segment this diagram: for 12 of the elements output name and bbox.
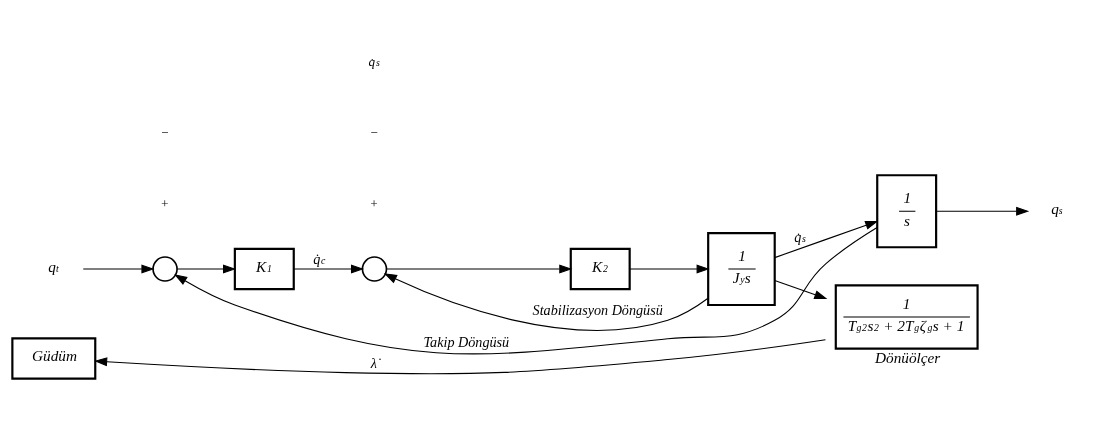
label: + <box>369 196 379 212</box>
node-text: qs <box>1051 200 1063 218</box>
node-text: qt <box>48 257 59 275</box>
label: − <box>369 125 379 141</box>
label: + <box>160 196 169 212</box>
edge-label: Stabilizasyon Döngüsü <box>532 302 663 319</box>
label: − <box>160 125 169 141</box>
edge-label: q̇c <box>313 251 326 268</box>
edge-label: Takip Döngüsü <box>423 333 510 350</box>
label: q̇s <box>368 54 380 70</box>
edge-label: q̇s <box>794 229 806 246</box>
node-label: Dönüölçer <box>875 349 941 367</box>
